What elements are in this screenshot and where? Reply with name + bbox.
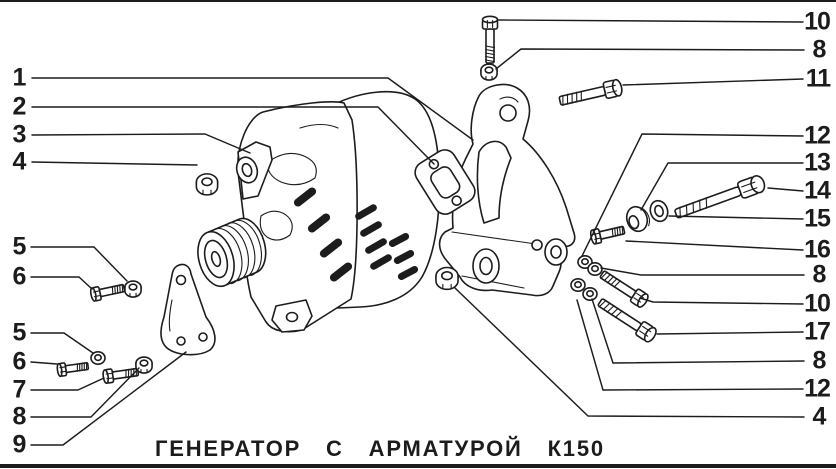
nut-8-top xyxy=(480,63,498,81)
nut-8-left xyxy=(135,356,153,374)
rear-vent-slots xyxy=(388,232,419,281)
leader-line-8-9 xyxy=(30,367,140,418)
leader-line-6-7 xyxy=(30,361,58,365)
leader-line-5-6 xyxy=(30,332,94,354)
washer-12-a xyxy=(587,261,603,277)
top-border-line xyxy=(0,0,836,2)
gasket-drawing xyxy=(414,149,476,215)
washer-12-b xyxy=(582,286,598,302)
leader-line-10-20 xyxy=(639,297,804,305)
nut-5-upper xyxy=(124,280,142,298)
spacer-15 xyxy=(649,199,669,223)
leader-line-4-24 xyxy=(454,287,805,418)
leader-line-12-14 xyxy=(581,133,804,257)
leader-line-9-10 xyxy=(30,351,187,446)
leader-line-10-11 xyxy=(497,19,804,23)
bolt-11 xyxy=(557,77,625,111)
leader-line-15-17 xyxy=(668,215,804,220)
leader-line-8-19 xyxy=(600,267,805,276)
washer-8-b xyxy=(570,277,586,293)
pulley xyxy=(197,217,267,288)
generator-drawing xyxy=(197,90,447,333)
leader-line-5-4 xyxy=(30,246,128,282)
bolt-16 xyxy=(588,222,627,246)
leader-line-17-21 xyxy=(656,331,804,335)
mounting-bracket-drawing xyxy=(438,83,576,297)
screw-6-upper xyxy=(88,280,127,303)
bolt-17 xyxy=(594,294,660,345)
bushing-13 xyxy=(625,205,650,233)
leader-lines xyxy=(30,19,805,446)
figure-caption: ГЕНЕРАТОР С АРМАТУРОЙ К150 xyxy=(155,436,605,461)
leader-line-8-22 xyxy=(591,298,805,364)
leader-line-14-16 xyxy=(767,187,804,192)
bolt-10-vertical xyxy=(481,15,499,64)
leader-line-1-0 xyxy=(31,77,474,141)
leader-line-4-3 xyxy=(31,161,198,166)
leader-line-16-18 xyxy=(625,240,804,251)
leader-line-11-13 xyxy=(622,78,804,86)
front-vent-slots xyxy=(293,187,392,282)
nut-4-right xyxy=(434,266,460,291)
tension-bracket-drawing xyxy=(160,263,216,356)
bottom-border-line xyxy=(0,464,836,468)
leader-line-13-15 xyxy=(640,162,804,211)
bolt-14 xyxy=(671,172,769,224)
leader-line-7-8 xyxy=(30,377,105,391)
leader-line-2-1 xyxy=(31,106,435,165)
leader-line-3-2 xyxy=(31,133,251,154)
leader-line-6-5 xyxy=(30,276,93,290)
nut-4-left xyxy=(195,172,219,196)
screw-6-lower xyxy=(55,359,90,378)
leader-line-12-23 xyxy=(576,299,804,391)
leader-line-8-12 xyxy=(495,48,805,70)
